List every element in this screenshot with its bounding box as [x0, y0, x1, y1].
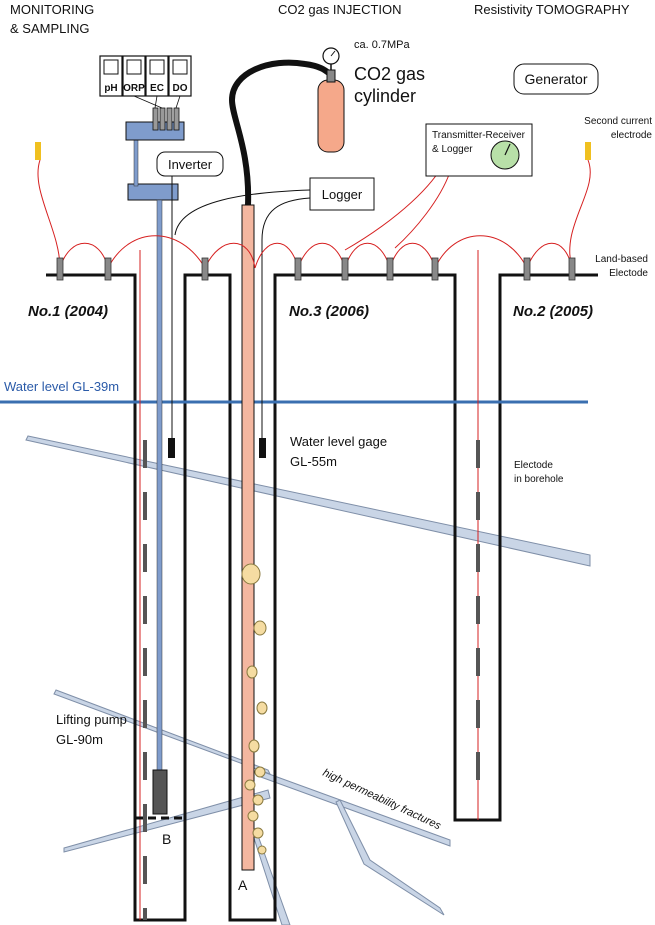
transmitter-label-2: & Logger [432, 144, 473, 155]
injection-pipe [228, 59, 333, 871]
water-level-label: Water level GL-39m [4, 379, 119, 394]
water-gage-label-1: Water level gage [290, 434, 387, 449]
point-b-label: B [162, 831, 171, 847]
water-gage-well1 [168, 438, 175, 458]
transmitter-receiver: Transmitter-Receiver & Logger [425, 123, 533, 177]
bubble [257, 845, 267, 855]
second-current-electrode-right [585, 142, 591, 160]
land-electrode-label-1: Land-based [595, 254, 648, 265]
electrode-borehole-label-2: in borehole [514, 474, 564, 485]
bubble [254, 766, 266, 778]
point-a-label: A [238, 877, 248, 893]
borehole-electrodes [139, 250, 480, 920]
second-current-electrode-left [35, 142, 41, 160]
bubble [252, 794, 264, 806]
sensor-label-ph: pH [104, 83, 117, 94]
bubble [241, 563, 261, 585]
bubble [252, 827, 264, 839]
inverter: Inverter [156, 151, 224, 440]
transmitter-box [425, 123, 533, 177]
ground-left [46, 273, 598, 922]
pump-assembly [127, 139, 185, 820]
ground-and-casings [46, 273, 598, 922]
land-electrode [201, 257, 209, 281]
lifting-pump-label-1: Lifting pump [56, 712, 127, 727]
land-electrode [523, 257, 531, 281]
well-label-no2: No.2 (2005) [513, 303, 593, 320]
land-electrode [56, 257, 64, 281]
gas-bubbles [241, 563, 268, 855]
well-label-no1: No.1 (2004) [28, 303, 108, 320]
electrode-borehole-label-1: Electode [514, 460, 553, 471]
bubble [253, 620, 267, 636]
logger: Logger [174, 177, 375, 440]
pump-top-box [127, 183, 179, 201]
logger-label: Logger [322, 187, 363, 202]
sampling-station: pH ORP EC DO [99, 55, 192, 141]
bubble [248, 739, 260, 753]
land-electrodes [56, 257, 576, 281]
pressure-label: ca. 0.7MPa [354, 39, 411, 51]
generator-box [513, 63, 599, 95]
co2-cylinder [317, 47, 345, 153]
generator: Generator [513, 63, 599, 95]
bottom-fracture [251, 829, 291, 925]
land-electrode [104, 257, 112, 281]
second-current-label-1: Second current [584, 116, 652, 127]
bubble [256, 701, 268, 715]
injection-tube [241, 204, 255, 871]
bubble [247, 810, 259, 822]
pump-tube [156, 199, 163, 776]
sensor-label-ec: EC [150, 83, 164, 94]
bubble [246, 665, 258, 679]
surface-wires [37, 159, 591, 269]
cylinder-label-2: cylinder [354, 86, 416, 106]
right-fracture-branch [335, 799, 445, 916]
water-gage-label-2: GL-55m [290, 454, 337, 469]
land-electrode [431, 257, 439, 281]
header-co2-injection: CO2 gas INJECTION [278, 2, 402, 17]
lifting-pump-label-2: GL-90m [56, 732, 103, 747]
transmitter-label-1: Transmitter-Receiver [432, 130, 526, 141]
inverter-box [156, 151, 224, 177]
land-electrode [386, 257, 394, 281]
bubble [244, 779, 256, 791]
fractures [25, 435, 591, 925]
well-label-no3: No.3 (2006) [289, 303, 369, 320]
header-monitoring-1: MONITORING [10, 2, 94, 17]
header-resistivity: Resistivity TOMOGRAPHY [474, 2, 630, 17]
generator-label: Generator [524, 71, 587, 87]
logger-box [309, 177, 375, 211]
cylinder-body [317, 79, 345, 153]
pump-riser [133, 139, 139, 187]
land-electrode [568, 257, 576, 281]
cylinder-label-1: CO2 gas [354, 64, 425, 84]
land-electrode [294, 257, 302, 281]
lifting-pump [152, 769, 168, 815]
land-electrode-label-2: Electode [609, 268, 648, 279]
sensor-label-orp: ORP [123, 83, 145, 94]
header-monitoring-2: & SAMPLING [10, 21, 89, 36]
cylinder-valve [326, 69, 336, 83]
upper-fracture [25, 435, 591, 567]
land-electrode [341, 257, 349, 281]
second-current-label-2: electrode [611, 130, 653, 141]
gas-hose [228, 59, 333, 208]
water-gage-well3 [259, 438, 266, 458]
inverter-label: Inverter [168, 157, 213, 172]
sensor-label-do: DO [173, 83, 188, 94]
lower-left-fracture [63, 789, 271, 853]
